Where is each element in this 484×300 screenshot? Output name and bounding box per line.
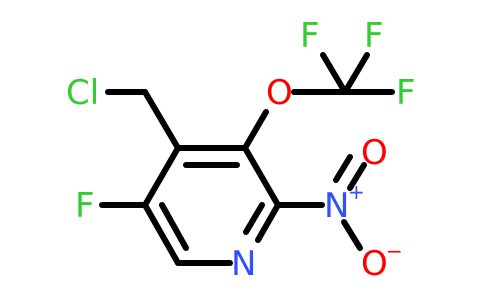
atom-f-cf3-c: F <box>396 73 416 113</box>
atom-layer: Cl F O F F F N N + O O − <box>66 16 416 284</box>
atom-f-cf3-a: F <box>300 16 320 56</box>
bond-c6-c5-double <box>159 202 189 251</box>
bond-cf3-fa <box>320 52 348 95</box>
atom-n-ring: N <box>231 244 256 284</box>
bond-c2-n1-double <box>243 202 265 235</box>
bond-c3-o <box>242 109 269 151</box>
atom-n-nitro: N <box>324 186 349 226</box>
bond-nnitro-otop <box>347 162 367 191</box>
bond-c2-n1 <box>255 202 281 243</box>
atom-f-ring: F <box>75 186 95 226</box>
atom-cl: Cl <box>66 73 99 113</box>
atom-o-nitro-bottom-charge: − <box>386 239 403 263</box>
bond-nnitro-obottom <box>341 219 363 251</box>
atom-n-nitro-charge: + <box>348 180 365 204</box>
atom-o-ether: O <box>266 73 293 113</box>
bond-layer <box>99 52 395 266</box>
atom-f-cf3-b: F <box>364 16 384 56</box>
atom-o-nitro-bottom: O <box>361 244 388 284</box>
bond-cf3-fb <box>342 52 370 95</box>
atom-o-nitro-top: O <box>361 133 388 173</box>
bond-c4-ch2 <box>142 89 181 151</box>
bond-c6-c5 <box>142 202 181 266</box>
bond-c3-c2 <box>242 145 281 208</box>
bond-c5-c4 <box>142 145 181 208</box>
bond-nnitro-otop-double <box>333 154 353 183</box>
